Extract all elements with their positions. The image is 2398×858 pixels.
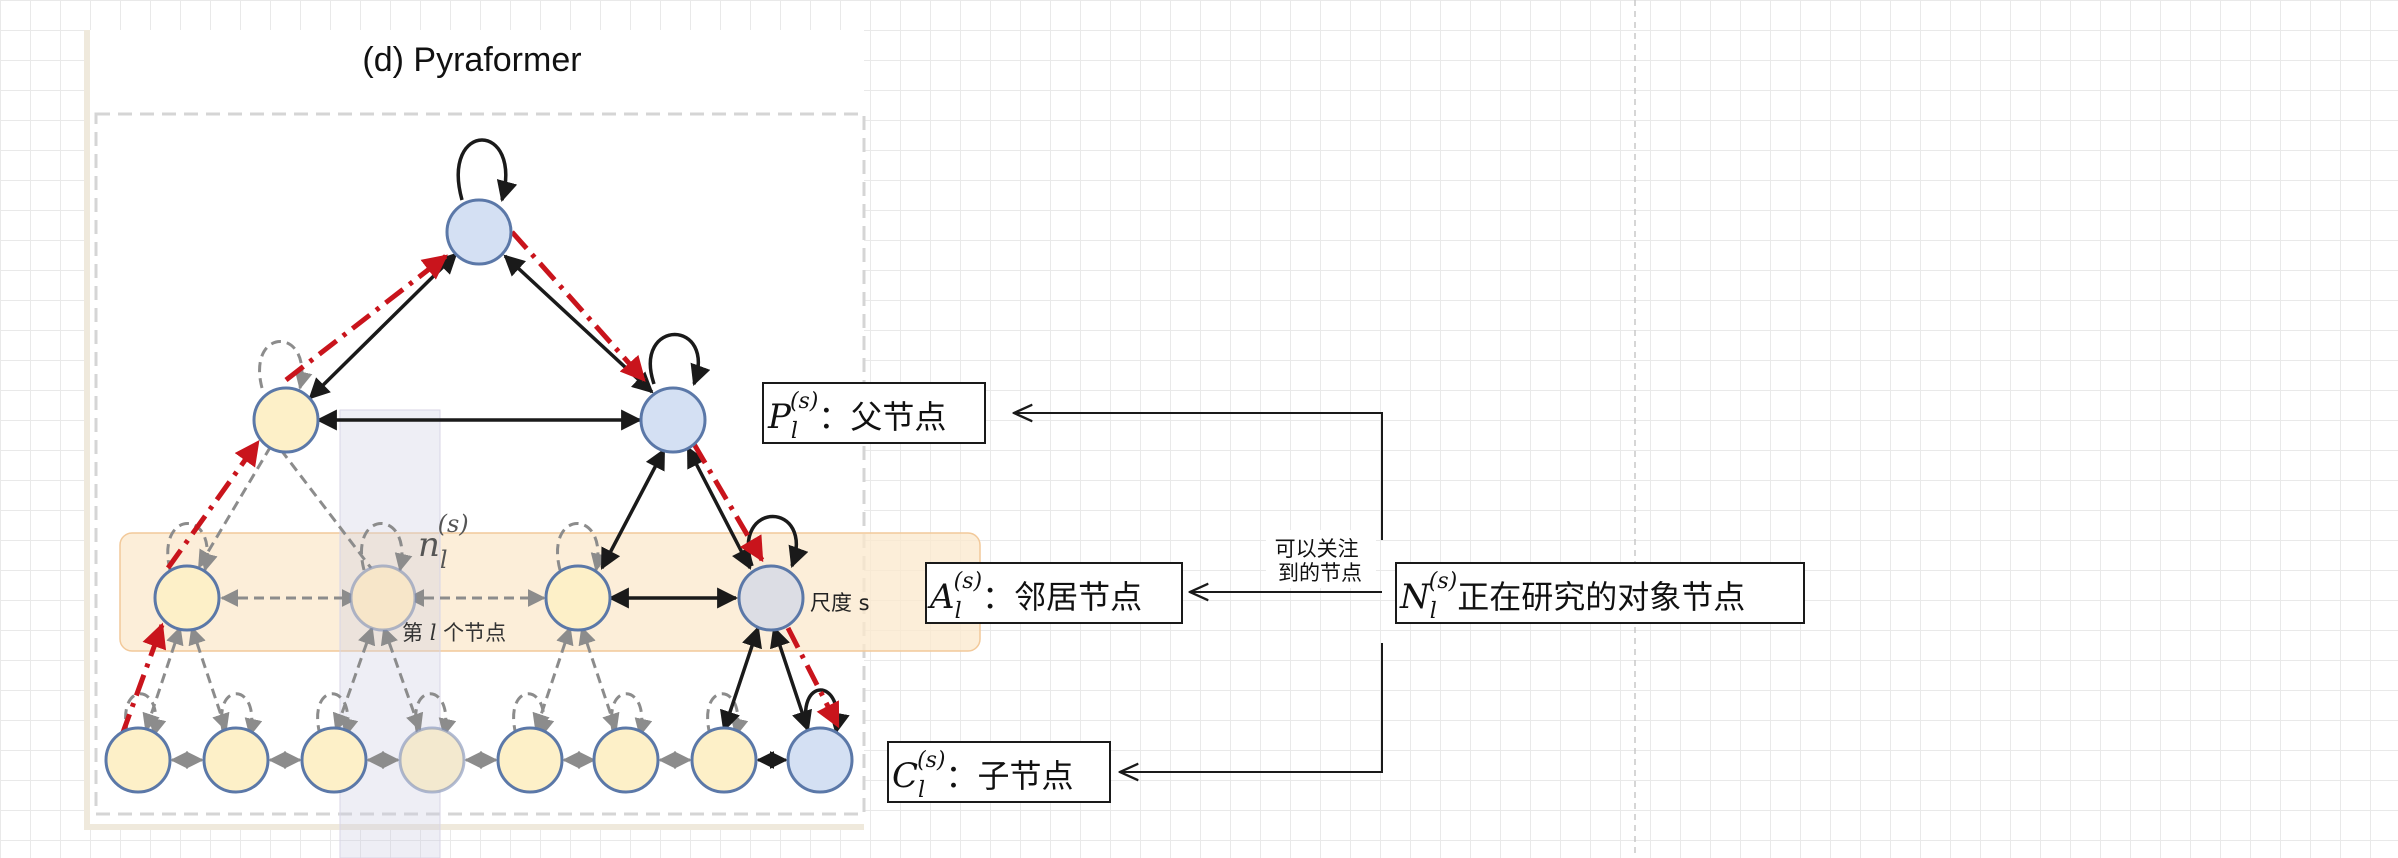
node-l0-7[interactable] <box>690 726 758 794</box>
figure-title: (d) Pyraformer <box>362 41 581 79</box>
node-l1-1[interactable] <box>153 564 221 632</box>
pyramid-frame <box>94 112 866 816</box>
red-attention-path <box>119 230 841 736</box>
legend-node: Nl(s)正在研究的对象节点 <box>1395 562 1805 624</box>
svg-text:Nl(s)正在研究的对象节点: Nl(s)正在研究的对象节点 <box>1399 569 1745 624</box>
legend-child: Cl(s)：子节点 <box>887 741 1111 803</box>
node-l0-2[interactable] <box>202 726 270 794</box>
svg-text:Cl(s)：子节点: Cl(s)：子节点 <box>892 748 1074 803</box>
node-l0-4[interactable] <box>398 726 466 794</box>
node-l0-1[interactable] <box>104 726 172 794</box>
figure-panel-shadow-bottom <box>84 824 864 830</box>
dark-edges <box>308 138 850 735</box>
gray-dashed-edges <box>124 340 749 737</box>
edge-annotation-bg <box>1266 530 1376 588</box>
scale-label: 尺度 s <box>810 591 870 615</box>
svg-text:Al(s)：邻居节点: Al(s)：邻居节点 <box>927 569 1142 624</box>
node-root[interactable] <box>445 198 513 266</box>
legend-parent: Pl(s)：父节点 <box>762 382 986 444</box>
nodes <box>104 198 854 794</box>
figure-panel-shadow <box>84 30 90 830</box>
node-l1-2[interactable] <box>349 564 417 632</box>
figure-panel <box>84 30 864 830</box>
legend-connectors <box>1014 413 1383 772</box>
node-l2-right[interactable] <box>639 386 707 454</box>
node-l1-3[interactable] <box>544 564 612 632</box>
node-l0-6[interactable] <box>592 726 660 794</box>
svg-text:Pl(s)：父节点: Pl(s)：父节点 <box>767 389 946 444</box>
node-label: nl(s) <box>418 510 469 574</box>
node-l2-left[interactable] <box>252 386 320 454</box>
edge-annotation: 可以关注 到的节点 <box>1275 537 1366 585</box>
node-l0-3[interactable] <box>300 726 368 794</box>
node-l1-4[interactable] <box>737 564 805 632</box>
legend-neighbor: Al(s)：邻居节点 <box>925 562 1183 624</box>
node-l0-5[interactable] <box>496 726 564 794</box>
node-index-label: 第 l 个节点 <box>402 621 506 645</box>
node-l0-8[interactable] <box>786 726 854 794</box>
